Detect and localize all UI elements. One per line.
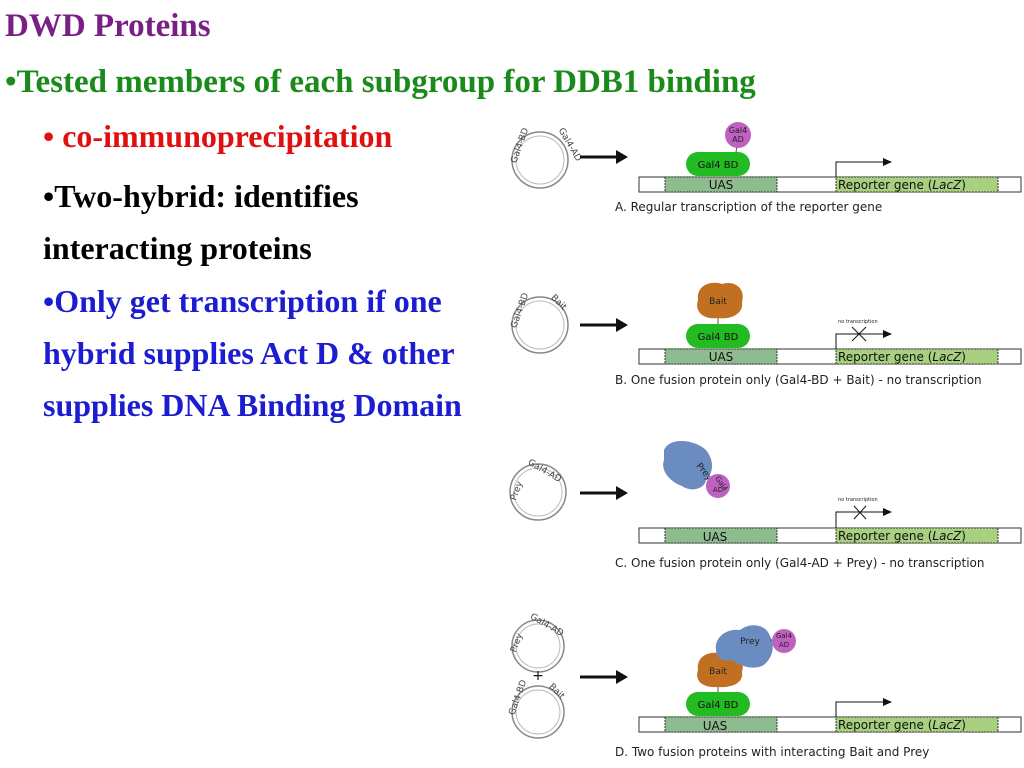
transcription-arrow-d — [835, 698, 892, 717]
caption-a: A. Regular transcription of the reporter… — [615, 200, 882, 214]
arrow-d — [580, 670, 628, 684]
caption-d: D. Two fusion proteins with interacting … — [615, 745, 929, 759]
caption-b: B. One fusion protein only (Gal4-BD + Ba… — [615, 373, 982, 387]
gal4-ad-protein: Gal4 AD — [725, 122, 751, 148]
uas-label: UAS — [709, 350, 734, 364]
caption-c: C. One fusion protein only (Gal4-AD + Pr… — [615, 556, 985, 570]
panel-c: Prey Gal4-AD UAS Reporter gene (LacZ) Pr… — [509, 440, 1022, 570]
bullet-marker: • — [43, 283, 55, 319]
svg-text:Gal4: Gal4 — [729, 126, 747, 135]
dna-strand-b: UAS Reporter gene (LacZ) — [638, 348, 1022, 365]
bullet-marker: • — [43, 118, 55, 154]
reporter-label: Reporter gene (LacZ) — [838, 529, 966, 543]
reporter-label: Reporter gene (LacZ) — [838, 350, 966, 364]
uas-label: UAS — [709, 178, 734, 192]
plasmid-gal4bd-bait: Gal4-BD Bait — [509, 292, 569, 354]
plasmid-label-bait: Bait — [546, 682, 566, 702]
arrow-b — [580, 318, 628, 332]
bullet-ddb1-binding: •Tested members of each subgroup for DDB… — [5, 64, 756, 101]
dna-strand-a: UAS Reporter gene (LacZ) — [638, 176, 1022, 193]
slide-title: DWD Proteins — [5, 8, 211, 44]
plasmid-label-gal4-ad: Gal4-AD — [556, 126, 583, 163]
plasmid-label-gal4-ad: Gal4-AD — [528, 612, 565, 639]
plasmid-prey-gal4ad: Prey Gal4-AD — [509, 458, 567, 521]
plasmid-label-gal4-bd: Gal4-BD — [507, 679, 529, 717]
svg-text:Prey: Prey — [740, 637, 760, 647]
no-transcription-label: no transcription — [838, 497, 878, 503]
plasmid-label-bait: Bait — [548, 293, 568, 313]
gal4-bd-protein: Gal4 BD — [686, 152, 750, 176]
panel-a: Gal4-BD Gal4-AD UAS Reporter gene (LacZ)… — [509, 122, 1022, 214]
bait-protein: Bait — [697, 282, 743, 319]
panel-d: Prey Gal4-AD + Gal4-BD Bait UAS Reporter… — [507, 612, 1022, 759]
dna-strand-c: UAS Reporter gene (LacZ) — [638, 527, 1022, 544]
gal4-bd-protein: Gal4 BD — [686, 692, 750, 716]
plasmid-label-prey: Prey — [509, 632, 525, 655]
bullet-co-ip: • co-immunoprecipitation — [43, 118, 392, 155]
bullet-two-hybrid: •Two-hybrid: identifies interacting prot… — [43, 170, 483, 274]
plasmid-label-gal4-bd: Gal4-BD — [509, 292, 531, 330]
gal4-bd-protein: Gal4 BD — [686, 324, 750, 348]
svg-text:Gal4 BD: Gal4 BD — [698, 332, 739, 343]
svg-text:Bait: Bait — [709, 297, 727, 307]
plasmid-gal4bd-gal4ad: Gal4-BD Gal4-AD — [509, 126, 583, 189]
no-transcription-label: no transcription — [838, 319, 878, 325]
svg-text:AD: AD — [732, 135, 744, 144]
reporter-label: Reporter gene (LacZ) — [838, 178, 966, 192]
bullet-text: Only get transcription if one hybrid sup… — [43, 283, 462, 423]
plus-sign: + — [532, 668, 544, 684]
svg-text:Gal4 BD: Gal4 BD — [698, 700, 739, 711]
transcription-arrow-a — [835, 158, 892, 177]
gal4-ad-protein: Gal4 AD — [772, 629, 796, 653]
gal4-ad-protein: Gal4 AD — [706, 474, 730, 498]
uas-label: UAS — [703, 530, 728, 544]
dna-strand-d: UAS Reporter gene (LacZ) — [638, 716, 1022, 733]
svg-text:Bait: Bait — [709, 667, 727, 677]
plasmid-prey-gal4ad: Prey Gal4-AD — [509, 612, 565, 673]
bullet-text: Tested members of each subgroup for DDB1… — [16, 64, 756, 100]
bait-protein: Bait — [697, 652, 743, 688]
panel-b: Gal4-BD Bait UAS Reporter gene (LacZ) Ga… — [509, 282, 1022, 387]
blocked-transcription-b: no transcription — [835, 319, 892, 349]
svg-text:Gal4: Gal4 — [776, 632, 793, 640]
plasmid-gal4bd-bait: Gal4-BD Bait — [507, 679, 566, 739]
arrow-c — [580, 486, 628, 500]
bullet-text: Two-hybrid: identifies interacting prote… — [43, 178, 359, 266]
arrow-a — [580, 150, 628, 164]
blocked-transcription-c: no transcription — [835, 497, 892, 528]
bullet-text: co-immunoprecipitation — [62, 118, 393, 154]
bullet-transcription-condition: •Only get transcription if one hybrid su… — [43, 275, 493, 431]
reporter-label: Reporter gene (LacZ) — [838, 718, 966, 732]
svg-text:AD: AD — [779, 641, 789, 649]
prey-protein: Prey — [715, 625, 773, 668]
svg-text:Gal4 BD: Gal4 BD — [698, 160, 739, 171]
plasmid-label-gal4-bd: Gal4-BD — [509, 127, 531, 165]
yeast-two-hybrid-diagram: Gal4-BD Gal4-AD UAS Reporter gene (LacZ)… — [507, 122, 1022, 759]
svg-text:AD: AD — [713, 486, 723, 494]
bullet-marker: • — [43, 178, 55, 214]
bullet-marker: • — [5, 64, 17, 100]
uas-label: UAS — [703, 719, 728, 733]
